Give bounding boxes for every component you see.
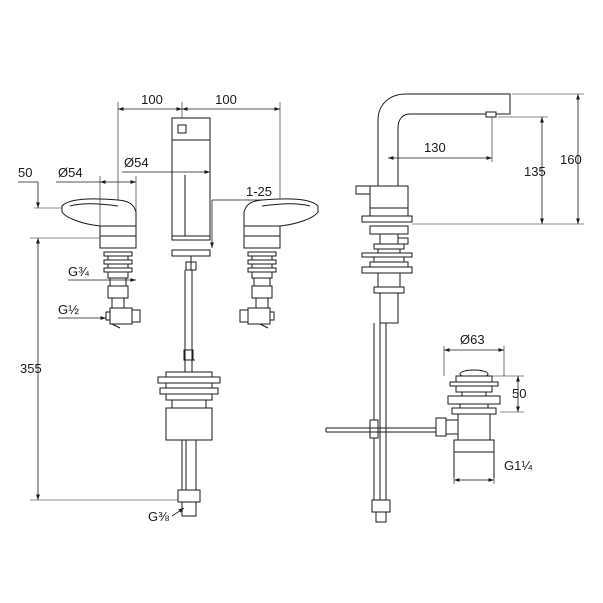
dimension-waste-diameter: Ø63: [443, 332, 505, 376]
side-body: [355, 185, 413, 223]
dim-label-waste-height: 50: [512, 386, 526, 401]
front-mounting-body: [157, 371, 221, 517]
dim-label-spout-outlet-height: 135: [524, 164, 546, 179]
dim-label-waste-thread: G1¼: [504, 458, 532, 473]
dim-label-handle-offset: 50: [18, 165, 32, 180]
dim-label-spout-total-height: 160: [560, 152, 582, 167]
dimension-thread-outlet: G½: [58, 302, 106, 320]
side-popup-rod: [325, 427, 446, 433]
dimension-handle-diameter: Ø54: [56, 165, 137, 226]
dim-label-thread-supply: G⅜: [148, 509, 169, 524]
dimension-thread-valve: G¾: [68, 264, 136, 282]
side-spout: [377, 93, 511, 187]
front-right-handle: [239, 198, 319, 329]
dim-label-spacing-left: 100: [141, 92, 163, 107]
dim-label-waste-diameter: Ø63: [460, 332, 485, 347]
dimension-spout-reach: 130: [388, 117, 493, 162]
dimension-thread-supply: G⅜: [148, 507, 185, 524]
front-spout-shank: [171, 249, 211, 372]
dimension-spout-diameter: Ø54: [122, 155, 211, 178]
side-waste: [435, 369, 501, 478]
dim-label-thread-handle-outlet: G½: [58, 302, 79, 317]
dim-label-spout-diameter: Ø54: [124, 155, 149, 170]
dimension-waste-height: 50: [492, 375, 526, 413]
dim-label-spout-reach: 130: [424, 140, 446, 155]
side-shank: [361, 225, 413, 523]
dim-label-spacing-right: 100: [215, 92, 237, 107]
dim-label-thread-handle-valve: G¾: [68, 264, 89, 279]
front-left-handle: [61, 198, 141, 329]
dim-label-overall-height: 355: [20, 361, 42, 376]
front-spout: [171, 117, 211, 241]
dim-label-handle-diameter: Ø54: [58, 165, 83, 180]
dimension-waste-thread: G1¼: [453, 458, 532, 484]
dimension-handle-offset: 50: [18, 165, 62, 209]
dim-label-deck-thickness: 1-25: [246, 184, 272, 199]
dimension-spout-heights: 135 160: [412, 93, 584, 225]
dimension-front-spacing: 100 100: [117, 92, 281, 205]
dimension-overall-height: 355: [20, 237, 178, 501]
